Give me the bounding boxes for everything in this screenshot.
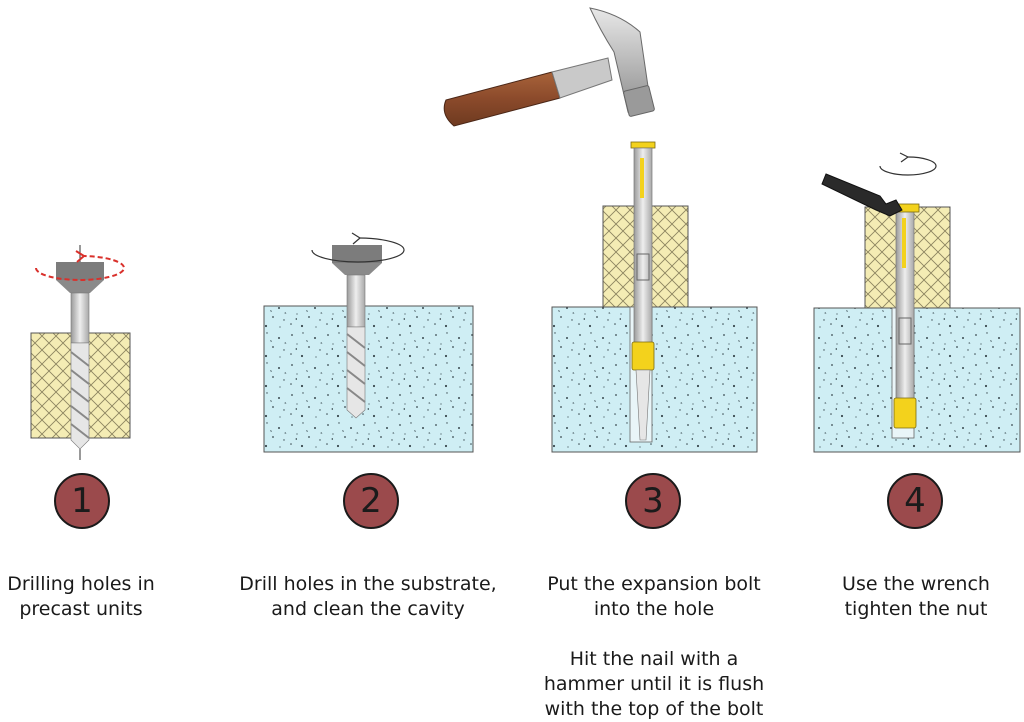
step-4-caption-line-2: tighten the nut [844, 598, 988, 620]
expansion-bolt [630, 141, 656, 441]
step-3-note-line-1: Hit the nail with a [569, 648, 739, 670]
step-1-caption-line-2: precast units [19, 598, 143, 620]
drill-bit [70, 292, 90, 450]
step-4-illustration [813, 152, 1021, 453]
substrate-block [263, 305, 474, 453]
drill-chuck [332, 245, 382, 263]
step-3-illustration [443, 7, 758, 453]
hammer-icon [443, 7, 655, 127]
substrate-block [813, 307, 1021, 453]
step-4-number-badge: 4 [887, 473, 943, 529]
step-1-caption-line-1: Drilling holes in [7, 573, 155, 595]
step-3-note: Hit the nail with a hammer until it is f… [525, 647, 783, 722]
step-2-caption-line-2: and clean the cavity [271, 598, 465, 620]
step-2-caption: Drill holes in the substrate, and clean … [222, 572, 514, 622]
step-3-note-line-3: with the top of the bolt [544, 698, 764, 720]
step-3-number-badge: 3 [625, 473, 681, 529]
step-3-caption-line-2: into the hole [593, 598, 715, 620]
step-1-illustration [30, 245, 131, 460]
step-4-caption: Use the wrench tighten the nut [826, 572, 1006, 622]
substrate-block [551, 306, 758, 453]
rotation-arrow-icon [879, 152, 937, 176]
step-1-number-badge: 1 [54, 473, 110, 529]
expansion-bolt [892, 203, 920, 429]
step-3-note-line-2: hammer until it is flush [543, 673, 765, 695]
step-3-caption-line-1: Put the expansion bolt [547, 573, 761, 595]
step-2-illustration [263, 232, 474, 453]
rotation-arrow-icon [35, 250, 125, 281]
drill-chuck [56, 262, 104, 280]
step-2-caption-line-1: Drill holes in the substrate, [239, 573, 497, 595]
drill-bit [346, 274, 366, 419]
step-3-caption: Put the expansion bolt into the hole [525, 572, 783, 622]
step-4-caption-line-1: Use the wrench [842, 573, 990, 595]
step-2-number-badge: 2 [343, 473, 399, 529]
step-1-caption: Drilling holes in precast units [0, 572, 162, 622]
rotation-arrow-icon [311, 232, 405, 263]
wrench-icon [821, 173, 903, 217]
